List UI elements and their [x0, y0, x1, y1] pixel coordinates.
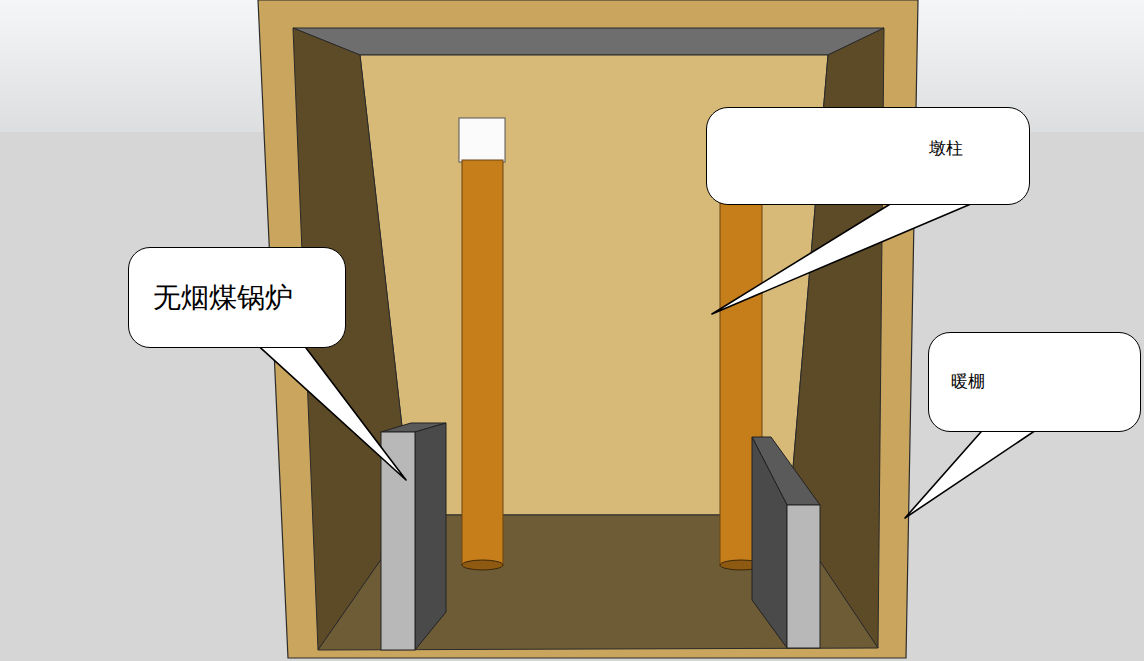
boiler-front: [787, 505, 820, 648]
column-cap: [459, 118, 505, 162]
boiler-side: [752, 437, 787, 648]
callout-bubble: 暖棚: [928, 332, 1141, 432]
callout-text: 无烟煤锅炉: [153, 281, 293, 315]
boiler-front: [381, 432, 415, 650]
callout-bubble: 墩柱: [706, 107, 1030, 205]
callout-text: 暖棚: [951, 371, 985, 391]
boiler-side: [415, 423, 446, 650]
callout-tail: [712, 198, 985, 314]
shed-ceiling: [293, 28, 884, 55]
callout-text: 墩柱: [929, 138, 963, 158]
callout-tail: [905, 424, 1045, 518]
shed-frame: [258, 0, 918, 658]
callout-tail: [252, 340, 406, 480]
callout-bubble: 无烟煤锅炉: [128, 247, 346, 348]
column-base: [462, 560, 503, 570]
pier-column: [462, 160, 503, 565]
